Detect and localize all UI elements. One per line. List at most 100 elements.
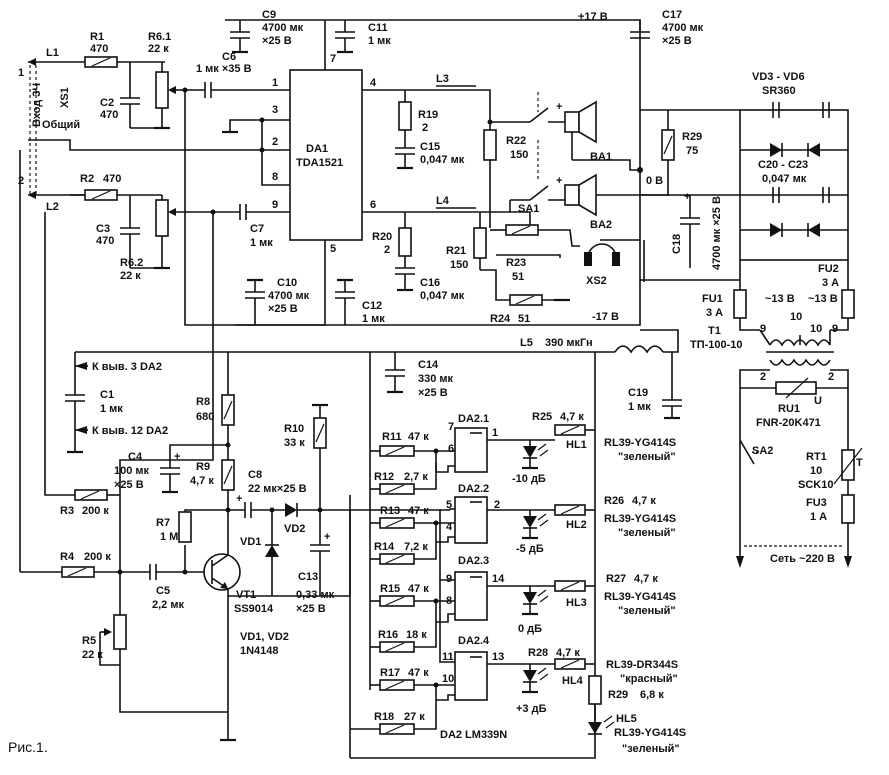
r21-value: 150 [450, 259, 468, 271]
da2-label: DA2 LM339N [440, 729, 507, 741]
ba1-plus: + [556, 101, 562, 113]
t-pin10b: 10 [810, 323, 822, 335]
fu2-fuse [841, 289, 855, 319]
ba2-plus: + [556, 175, 562, 187]
r24-ref: R24 [490, 313, 511, 325]
r27-value: 4,7 к [634, 573, 658, 585]
c5-value: 2,2 мк [152, 599, 184, 611]
to12-label: К выв. 12 DA2 [92, 425, 168, 437]
da21-pin7: 7 [448, 421, 454, 433]
r16-value: 18 к [406, 629, 427, 641]
r14-value: 7,2 к [404, 541, 428, 553]
ba1-label: BA1 [590, 151, 612, 163]
r5-pot [113, 614, 127, 650]
c9-ref: C9 [262, 9, 276, 21]
hl3-type: RL39-YG414S [604, 591, 676, 603]
r26-value: 4,7 к [632, 495, 656, 507]
xs2-label: XS2 [586, 275, 607, 287]
c20-value: 0,047 мк [762, 173, 807, 185]
c10-value1: 4700 мк [268, 290, 310, 302]
da23-pin14: 14 [492, 573, 505, 585]
da24-body [454, 651, 488, 701]
r20-resistor [398, 227, 412, 257]
pin1-label: 1 [18, 67, 24, 79]
r20-value: 2 [384, 244, 390, 256]
c18-value: 4700 мк ×25 В [711, 196, 723, 270]
r9-ref: R9 [196, 461, 210, 473]
hl1-led [523, 446, 537, 458]
l1-label: L1 [46, 47, 59, 59]
vd3-type: SR360 [762, 85, 796, 97]
hl1-type: RL39-YG414S [604, 437, 676, 449]
r13-ref: R13 [380, 505, 400, 517]
input-label: Вход 3Ч [31, 83, 43, 127]
da1-pin9: 9 [272, 199, 278, 211]
c11-value: 1 мк [368, 35, 391, 47]
fu1-value: 3 А [706, 307, 723, 319]
c17-value2: ×25 В [662, 35, 692, 47]
t-pin10a: 10 [790, 311, 802, 323]
r12-ref: R12 [374, 471, 394, 483]
c3-ref: C3 [96, 223, 110, 235]
fu3-ref: FU3 [806, 497, 827, 509]
ba2-label: BA2 [590, 219, 612, 231]
r29b-ref: R29 [608, 689, 628, 701]
r1-ref: R1 [90, 31, 104, 43]
r4-ref: R4 [60, 551, 75, 563]
r9-value: 4,7 к [190, 475, 214, 487]
da21-pin1: 1 [492, 427, 498, 439]
r25-ref: R25 [532, 411, 552, 423]
da23-label: DA2.3 [458, 555, 489, 567]
c6-ref: C6 [222, 51, 236, 63]
c18-ref: C18 [671, 234, 683, 254]
da24-pin10: 10 [442, 673, 454, 685]
hl1-level: -10 дБ [512, 473, 546, 485]
r62-value: 22 к [120, 270, 141, 282]
hl4-ref: HL4 [562, 675, 584, 687]
c17-value1: 4700 мк [662, 22, 704, 34]
detector-section: R8 680 + C4 100 мк ×25 В R9 4,7 к + C8 2… [19, 150, 450, 742]
hl2-color: "зеленый" [618, 527, 676, 539]
hl5-ref: HL5 [616, 713, 637, 725]
c13-value1: 0,33 мк [296, 589, 335, 601]
r11-ref: R11 [382, 431, 402, 443]
hl4-color: "красный" [620, 673, 678, 685]
r22-resistor [483, 129, 497, 161]
r23-ref: R23 [506, 257, 526, 269]
r18-value: 27 к [404, 711, 425, 723]
r3-value: 200 к [82, 505, 109, 517]
r20-ref: R20 [372, 231, 392, 243]
c13-plus: + [324, 531, 330, 543]
r17-value: 47 к [408, 667, 429, 679]
r15-resistor [379, 595, 415, 607]
r7-resistor [178, 511, 192, 543]
zero-label: 0 В [646, 175, 663, 187]
r62-pot [155, 199, 169, 237]
t1-type: ТП-100-10 [690, 339, 743, 351]
hl3-level: 0 дБ [518, 623, 542, 635]
mains-label: Сеть ~220 В [770, 553, 835, 565]
da24-label: DA2.4 [458, 635, 490, 647]
da1-amplifier: DA1 TDA1521 1 2 3 4 5 6 7 8 9 [220, 20, 377, 325]
r29a-value: 75 [686, 145, 698, 157]
r25-value: 4,7 к [560, 411, 584, 423]
hl2-ref: HL2 [566, 519, 587, 531]
r7-value: 1 М [160, 531, 178, 543]
c19-ref: C19 [628, 387, 648, 399]
r61-ref: R6.1 [148, 31, 171, 43]
fu3-value: 1 А [810, 511, 827, 523]
da23-pin8: 8 [446, 595, 452, 607]
da22-pin4: 4 [446, 521, 453, 533]
c10-ref: C10 [277, 277, 297, 289]
c14-value1: 330 мк [418, 373, 454, 385]
da22-pin5: 5 [446, 499, 452, 511]
da1-pin7: 7 [330, 53, 336, 65]
l4-label: L4 [436, 195, 450, 207]
c18-plus: + [684, 191, 690, 203]
l2-label: L2 [46, 201, 59, 213]
hl1-color: "зеленый" [618, 451, 676, 463]
rectifier-bridge [739, 109, 849, 261]
c13-value2: ×25 В [296, 603, 326, 615]
power-supply: C17 4700 мк ×25 В R29 75 + C18 4700 мк ×… [630, 9, 863, 568]
r19-resistor [398, 101, 412, 131]
